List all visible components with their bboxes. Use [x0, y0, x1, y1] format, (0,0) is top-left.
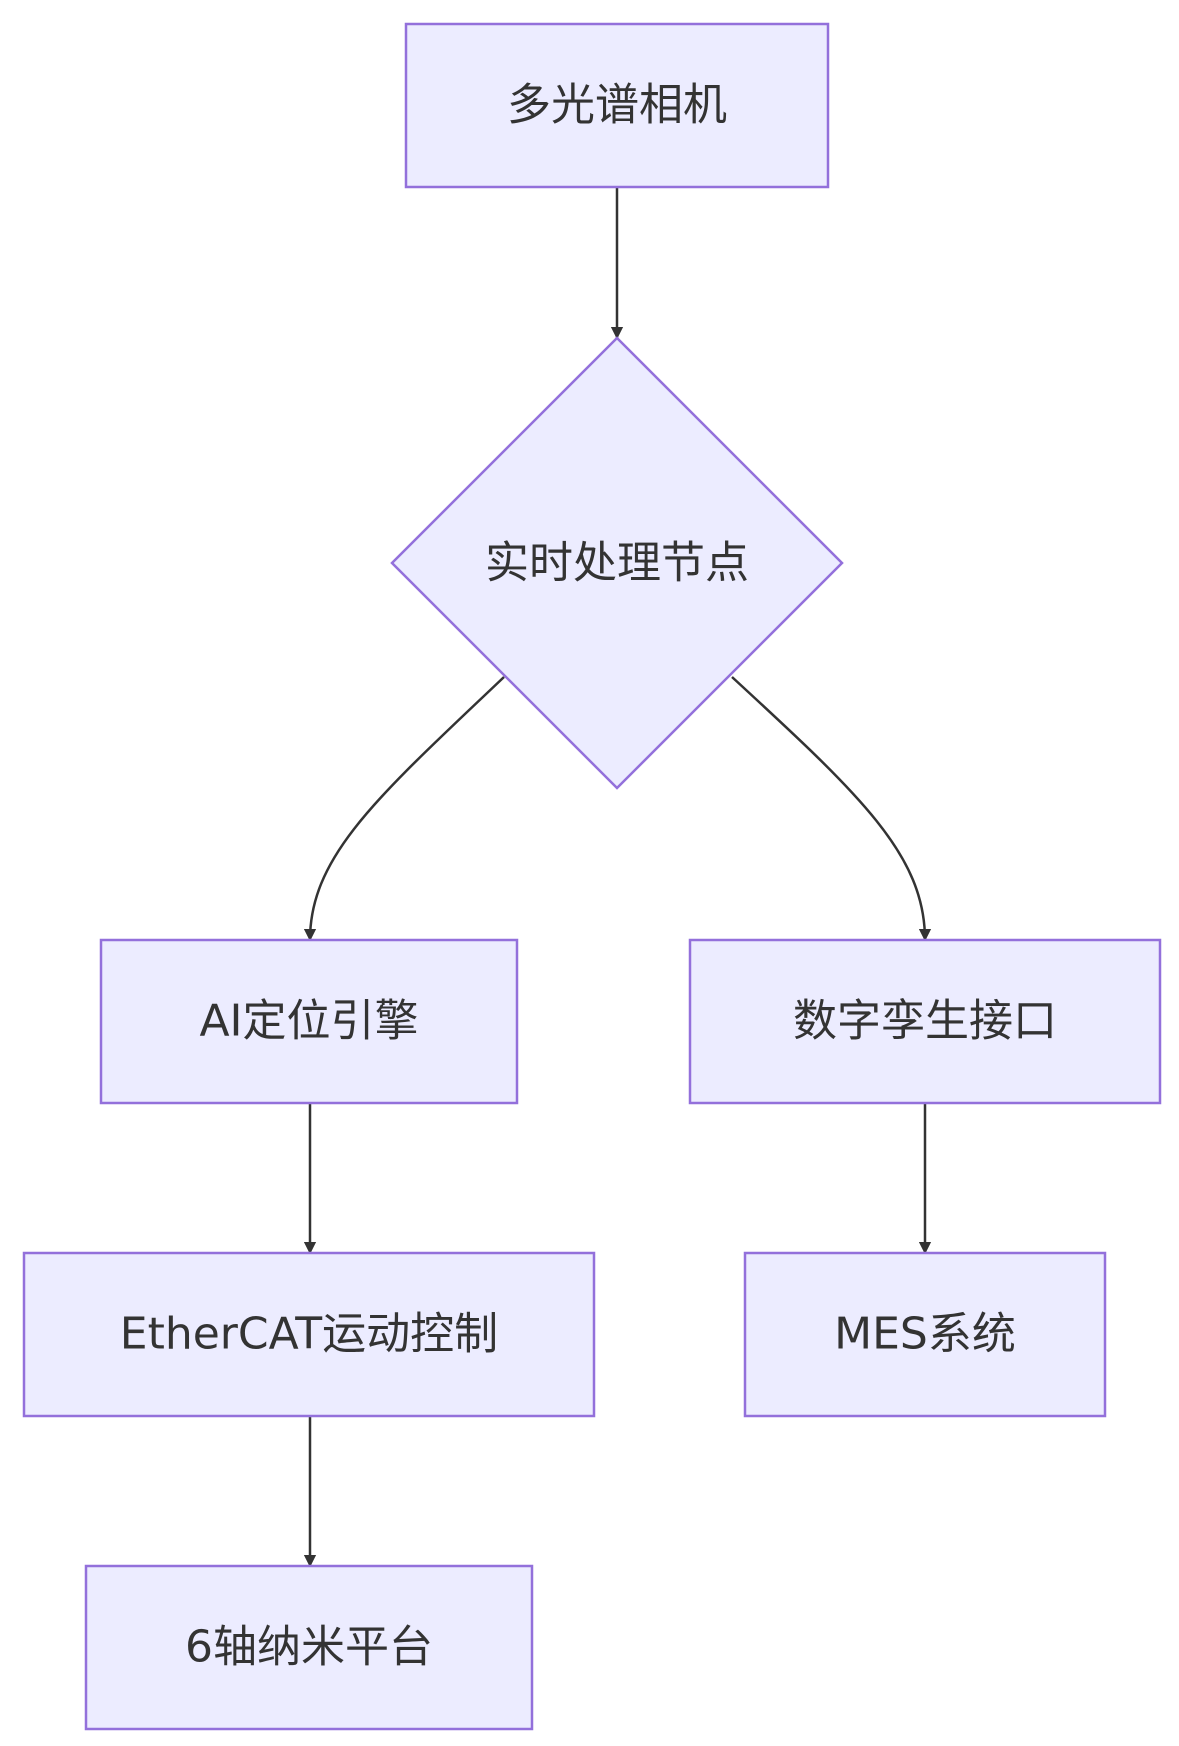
node-ai-engine[interactable]: AI定位引擎 [99, 938, 519, 1105]
edges [303, 188, 932, 1568]
node-ethercat-label: EtherCAT运动控制 [120, 1309, 498, 1360]
node-processing-label: 实时处理节点 [485, 538, 749, 589]
node-ai-engine-label: AI定位引擎 [199, 996, 418, 1047]
node-mes-box [743, 1251, 1107, 1418]
node-digital-twin-label: 数字孪生接口 [793, 996, 1057, 1047]
node-ethercat[interactable]: EtherCAT运动控制 [22, 1251, 596, 1418]
node-camera-box [404, 22, 830, 189]
edge-processing-to-digital-twin [731, 676, 932, 942]
node-platform-label: 6轴纳米平台 [185, 1622, 433, 1673]
node-digital-twin-box [688, 938, 1162, 1105]
node-camera[interactable]: 多光谱相机 [404, 22, 830, 189]
node-digital-twin[interactable]: 数字孪生接口 [688, 938, 1162, 1105]
node-mes-label: MES系统 [834, 1309, 1016, 1360]
node-mes[interactable]: MES系统 [743, 1251, 1107, 1418]
node-camera-label: 多光谱相机 [507, 80, 727, 131]
node-processing-diamond [390, 336, 844, 790]
node-ai-engine-box [99, 938, 519, 1105]
node-ethercat-box [22, 1251, 596, 1418]
node-processing[interactable]: 实时处理节点 [390, 336, 844, 790]
edge-processing-to-ai-engine [303, 676, 505, 942]
node-platform[interactable]: 6轴纳米平台 [84, 1564, 534, 1731]
node-platform-box [84, 1564, 534, 1731]
